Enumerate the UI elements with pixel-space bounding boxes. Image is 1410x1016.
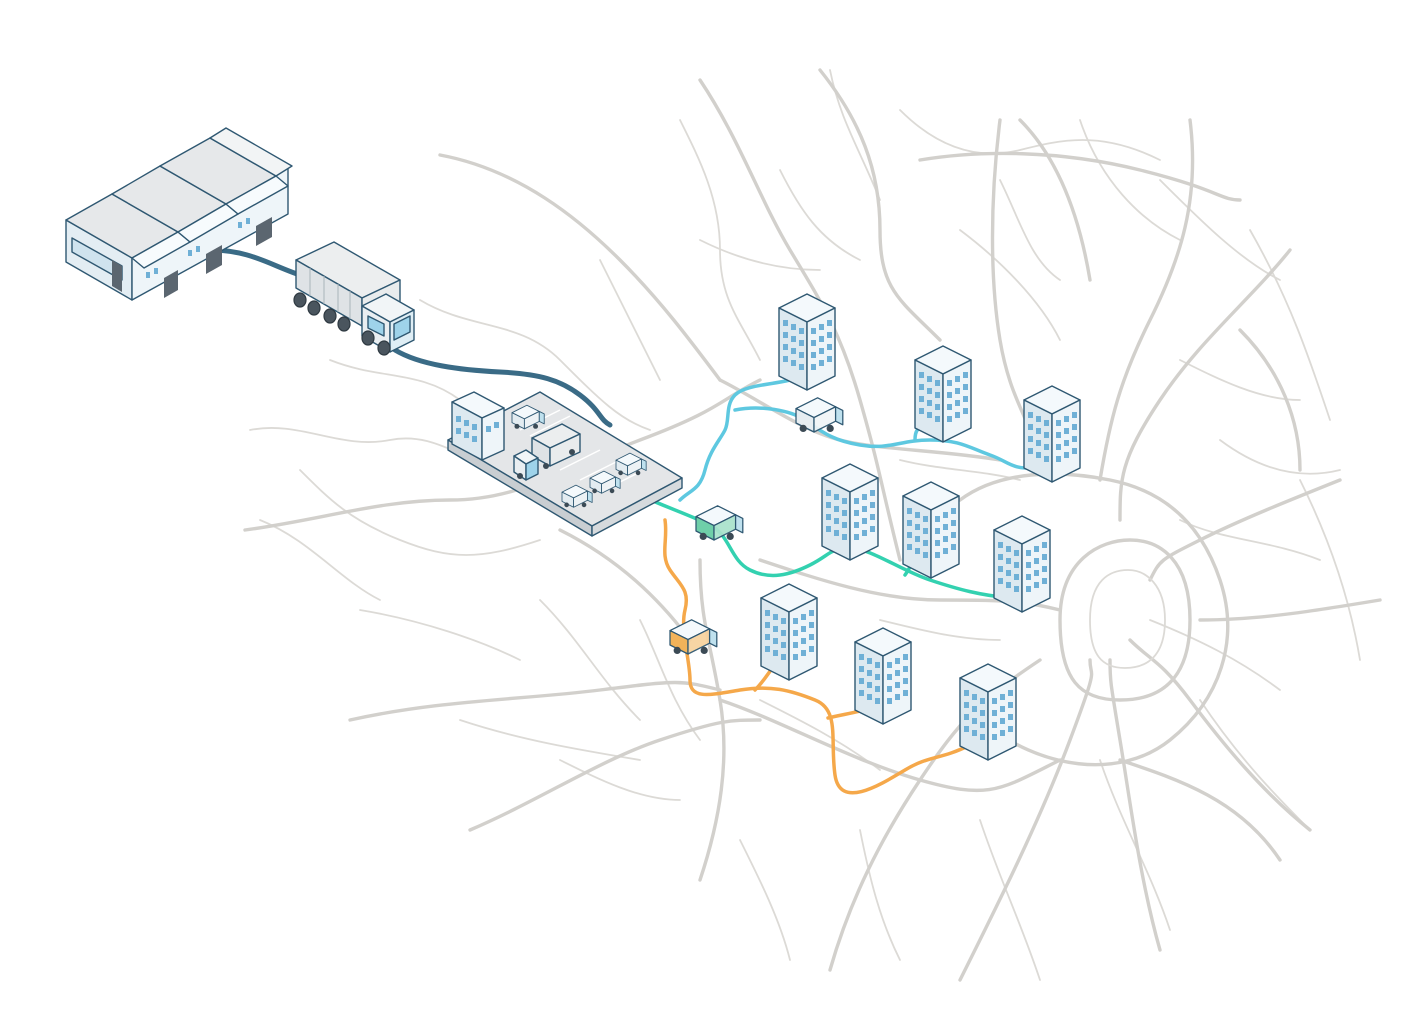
office-building-icon bbox=[993, 515, 1051, 613]
road-network bbox=[243, 68, 1382, 982]
distribution-hub-icon bbox=[447, 391, 683, 537]
office-building-icon bbox=[902, 481, 960, 579]
warehouse-icon bbox=[65, 127, 293, 301]
office-building-icon bbox=[1023, 385, 1081, 483]
office-building-icon bbox=[854, 627, 912, 725]
office-building-icon bbox=[959, 663, 1017, 761]
delivery-van-icon bbox=[695, 505, 744, 541]
office-building-icon bbox=[760, 583, 818, 681]
delivery-van-icon bbox=[795, 397, 844, 433]
office-building-icon bbox=[821, 463, 879, 561]
office-building-icon bbox=[914, 345, 972, 443]
semi-truck-icon bbox=[293, 241, 415, 356]
office-building-icon bbox=[778, 293, 836, 391]
